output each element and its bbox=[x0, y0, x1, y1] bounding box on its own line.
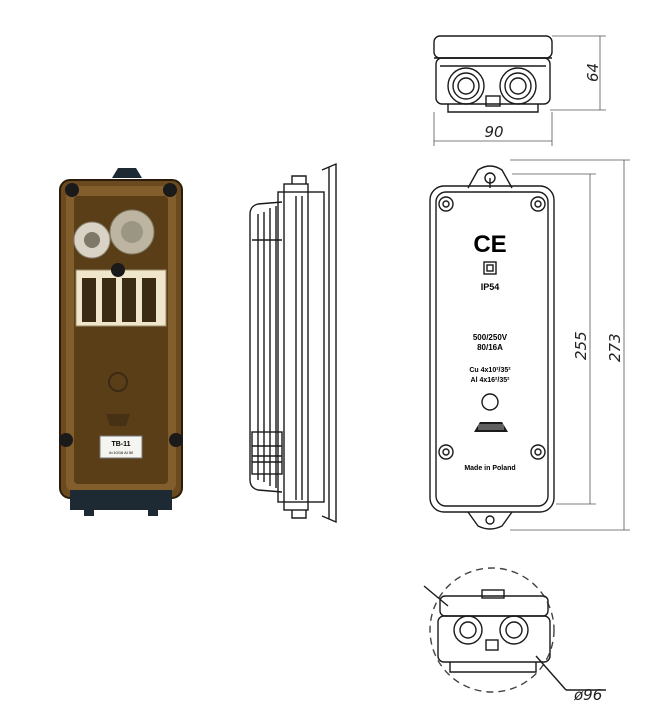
made-in-poland: Made in Poland bbox=[464, 465, 515, 472]
dim-outer-height: 273 bbox=[606, 333, 624, 362]
bottom-view bbox=[423, 567, 606, 693]
device-small-text: 4×10/16 Al 50 bbox=[109, 450, 134, 455]
current-rating: 80/16A bbox=[477, 343, 503, 352]
dim-inner-height: 255 bbox=[572, 331, 590, 360]
cu-cable-spec: Cu 4x10²/35² bbox=[469, 367, 511, 374]
front-dimension-lines bbox=[510, 159, 630, 531]
voltage-rating: 500/250V bbox=[473, 333, 508, 342]
top-dimension-lines bbox=[433, 35, 606, 146]
dim-diameter: ø96 bbox=[573, 686, 602, 704]
ip-rating: IP54 bbox=[481, 282, 500, 292]
maker-logo bbox=[474, 422, 508, 432]
side-view bbox=[249, 162, 337, 524]
ce-mark: CE bbox=[473, 231, 506, 258]
al-cable-spec: Al 4x16²/35² bbox=[471, 377, 511, 384]
front-view bbox=[429, 165, 555, 530]
dim-top-width: 90 bbox=[484, 123, 503, 141]
top-view bbox=[433, 35, 553, 113]
device-label: TB-11 bbox=[111, 441, 130, 448]
device-photo bbox=[59, 168, 183, 516]
dim-top-height: 64 bbox=[584, 63, 602, 82]
